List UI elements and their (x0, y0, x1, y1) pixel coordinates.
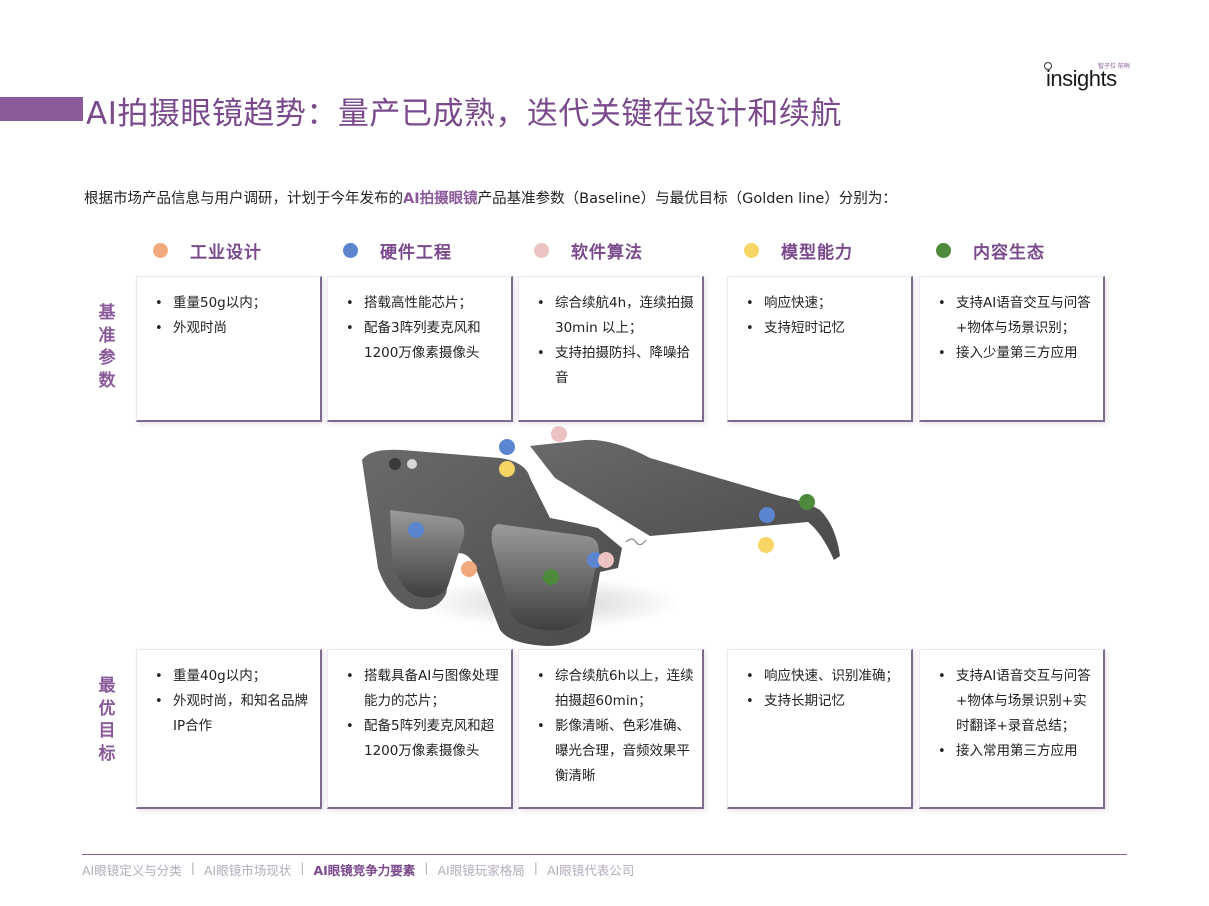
software-dot-icon (551, 426, 567, 442)
golden-label-char: 标 (98, 743, 116, 764)
brand-mark (625, 538, 647, 546)
page-title: AI拍摄眼镜趋势：量产已成熟，迭代关键在设计和续航 (86, 96, 842, 132)
list-item: 影像清晰、色彩准确、曝光合理，音频效果平衡清晰 (537, 714, 694, 789)
footer-nav-market[interactable]: AI眼镜市场现状 (203, 863, 292, 878)
golden-card-industrial-design: 重量40g以内； 外观时尚，和知名品牌IP合作 (136, 649, 322, 809)
hardware-dot-icon (499, 439, 515, 455)
golden-card-software-algorithm: 综合续航6h以上，连续拍摄超60min； 影像清晰、色彩准确、曝光合理，音频效果… (518, 649, 704, 809)
category-label: 工业设计 (190, 242, 262, 263)
list-item: 支持AI语音交互与问答+物体与场景识别+实时翻译+录音总结； (938, 664, 1095, 739)
baseline-card-hardware-engineering: 搭载高性能芯片； 配备3阵列麦克风和1200万像素摄像头 (327, 276, 513, 422)
list-item: 支持长期记忆 (746, 689, 903, 714)
golden-label-char: 优 (98, 698, 116, 719)
hardware-dot-icon (759, 507, 775, 523)
category-model-capability: 模型能力 (744, 237, 853, 263)
category-dot-icon (343, 242, 358, 258)
list-item: 外观时尚 (155, 316, 312, 341)
list-item: 综合续航4h，连续拍摄30min 以上； (537, 291, 694, 341)
category-label: 软件算法 (571, 242, 643, 263)
footer-nav-competitiveness[interactable]: AI眼镜竞争力要素 (313, 863, 416, 878)
list-item: 搭载具备AI与图像处理能力的芯片； (346, 664, 503, 714)
logo-wordmark: insights (1046, 66, 1117, 91)
baseline-row-label: 基 准 参 数 (96, 302, 118, 392)
list-item: 搭载高性能芯片； (346, 291, 503, 316)
golden-label-char: 目 (98, 721, 116, 741)
hardware-dot-icon (408, 522, 424, 538)
content-dot-icon (543, 569, 559, 585)
golden-card-model-capability: 响应快速、识别准确； 支持长期记忆 (727, 649, 913, 809)
list-item: 支持AI语音交互与问答+物体与场景识别； (938, 291, 1095, 341)
hardware-dot-icon (587, 552, 603, 568)
right-temple-arm (530, 439, 840, 560)
baseline-label-char: 基 (98, 303, 116, 323)
design-dot-icon (461, 561, 477, 577)
intro-suffix: 产品基准参数（Baseline）与最优目标（Golden line）分别为： (477, 191, 897, 207)
list-item: 外观时尚，和知名品牌IP合作 (155, 689, 312, 739)
category-label: 内容生态 (973, 242, 1045, 263)
list-item: 接入常用第三方应用 (938, 739, 1095, 764)
footer-separator: | (190, 860, 195, 875)
intro-highlight: AI拍摄眼镜 (403, 191, 478, 207)
list-item: 重量50g以内； (155, 291, 312, 316)
baseline-card-software-algorithm: 综合续航4h，连续拍摄30min 以上； 支持拍摄防抖、降噪拾音 (518, 276, 704, 422)
list-item: 配备5阵列麦克风和超1200万像素摄像头 (346, 714, 503, 764)
category-dot-icon (936, 242, 951, 258)
list-item: 支持拍摄防抖、降噪拾音 (537, 341, 694, 391)
footer-nav: AI眼镜定义与分类 | AI眼镜市场现状 | AI眼镜竞争力要素 | AI眼镜玩… (82, 860, 634, 879)
content-dot-icon (799, 494, 815, 510)
footer-divider (82, 854, 1127, 855)
golden-row-label: 最 优 目 标 (96, 675, 118, 765)
list-item: 配备3阵列麦克风和1200万像素摄像头 (346, 316, 503, 366)
footer-nav-players[interactable]: AI眼镜玩家格局 (437, 863, 525, 878)
led-indicator-icon (407, 459, 417, 469)
model-dot-icon (499, 461, 515, 477)
category-dot-icon (153, 242, 168, 258)
category-dot-icon (534, 242, 549, 258)
model-dot-icon (758, 537, 774, 553)
category-label: 模型能力 (781, 242, 853, 263)
intro-text: 根据市场产品信息与用户调研，计划于今年发布的AI拍摄眼镜产品基准参数（Basel… (84, 187, 897, 208)
title-accent-bar (0, 97, 83, 121)
insights-logo: 智子位 前哨 insights (1040, 58, 1132, 94)
category-software-algorithm: 软件算法 (534, 237, 643, 263)
baseline-label-char: 准 (98, 325, 116, 346)
baseline-card-model-capability: 响应快速； 支持短时记忆 (727, 276, 913, 422)
list-item: 响应快速、识别准确； (746, 664, 903, 689)
baseline-card-content-ecosystem: 支持AI语音交互与问答+物体与场景识别； 接入少量第三方应用 (919, 276, 1105, 422)
logo-subtext: 智子位 前哨 (1098, 63, 1130, 70)
list-item: 重量40g以内； (155, 664, 312, 689)
category-label: 硬件工程 (380, 242, 452, 263)
intro-prefix: 根据市场产品信息与用户调研，计划于今年发布的 (84, 191, 403, 207)
golden-card-content-ecosystem: 支持AI语音交互与问答+物体与场景识别+实时翻译+录音总结； 接入常用第三方应用 (919, 649, 1105, 809)
golden-label-char: 最 (98, 676, 116, 696)
category-hardware-engineering: 硬件工程 (343, 237, 452, 263)
footer-separator: | (424, 860, 429, 875)
baseline-label-char: 参 (98, 348, 116, 368)
category-dot-icon (744, 242, 759, 258)
footer-separator: | (300, 860, 305, 875)
smart-glasses-illustration (362, 426, 840, 646)
footer-separator: | (533, 860, 538, 875)
list-item: 支持短时记忆 (746, 316, 903, 341)
list-item: 综合续航6h以上，连续拍摄超60min； (537, 664, 694, 714)
software-dot-icon (598, 552, 614, 568)
footer-nav-companies[interactable]: AI眼镜代表公司 (546, 863, 635, 878)
baseline-card-industrial-design: 重量50g以内； 外观时尚 (136, 276, 322, 422)
logo-ring-icon (1044, 62, 1052, 70)
footer-nav-definition[interactable]: AI眼镜定义与分类 (82, 863, 182, 878)
list-item: 响应快速； (746, 291, 903, 316)
list-item: 接入少量第三方应用 (938, 341, 1095, 366)
golden-card-hardware-engineering: 搭载具备AI与图像处理能力的芯片； 配备5阵列麦克风和超1200万像素摄像头 (327, 649, 513, 809)
camera-lens-icon (389, 458, 401, 470)
baseline-label-char: 数 (98, 370, 116, 391)
category-industrial-design: 工业设计 (153, 237, 262, 263)
category-content-ecosystem: 内容生态 (936, 237, 1045, 263)
